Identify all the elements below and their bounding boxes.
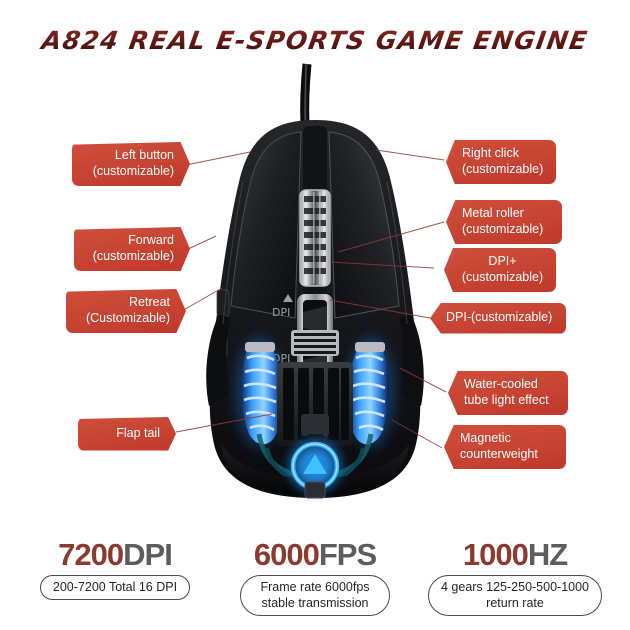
spec-unit: HZ [527, 537, 568, 572]
left-wing [206, 314, 231, 406]
spec-caption: 4 gears 125-250-500-1000 return rate [427, 575, 603, 616]
callout-line-2: (customizable) [461, 269, 544, 284]
dpi-up-label: DPI [272, 294, 293, 319]
spec-number: 6000 [253, 537, 320, 572]
metal-scroll-wheel [299, 189, 331, 287]
spec-number: 7200 [58, 537, 124, 572]
spec-caption: Frame rate 6000fps stable transmission [240, 575, 390, 616]
usb-cable [300, 63, 312, 127]
spec-unit: FPS [318, 537, 377, 572]
callout-line-1: DPI-(customizable) [446, 310, 553, 324]
vent-grille-top [291, 330, 339, 356]
callout-line-1: Metal roller [462, 206, 524, 220]
spec-fps: 6000FPS Frame rate 6000fps stable transm… [222, 537, 408, 616]
spec-headline: 1000HZ [462, 537, 568, 573]
forward-side-button [216, 289, 230, 317]
spec-unit: DPI [123, 537, 173, 572]
right-water-cooled-tube [347, 336, 395, 448]
callout-forward[interactable]: Forward (customizable) [74, 227, 190, 271]
callout-water-cooled[interactable]: Water-cooled tube light effect [448, 371, 568, 415]
spec-dpi: 7200DPI 200-7200 Total 16 DPI [22, 537, 208, 600]
svg-text:DPI: DPI [272, 306, 290, 319]
callout-dpi-minus[interactable]: DPI-(customizable) [430, 303, 566, 334]
flap-tail [221, 444, 409, 496]
callout-flap-tail[interactable]: Flap tail [78, 417, 176, 451]
callout-magnetic-counterweight[interactable]: Magnetic counterweight [444, 425, 566, 469]
callout-dpi-plus[interactable]: DPI+ (customizable) [444, 248, 556, 292]
callout-left-button[interactable]: Left button (customizable) [72, 142, 190, 186]
callout-right-click[interactable]: Right click (customizable) [446, 140, 556, 184]
callout-line-1: DPI+ [488, 254, 517, 268]
callout-metal-roller[interactable]: Metal roller (customizable) [446, 200, 562, 244]
callout-line-1: Water-cooled [464, 377, 538, 391]
callout-line-1: Magnetic [460, 431, 511, 445]
callout-line-2: (customizable) [462, 161, 544, 176]
spec-headline: 6000FPS [253, 537, 377, 573]
product-image: DPI DPI [155, 62, 475, 502]
callout-line-2: (customizable) [92, 163, 174, 178]
callout-line-2: (customizable) [92, 248, 174, 263]
left-button-panel [230, 131, 302, 319]
callout-line-2: (Customizable) [85, 310, 170, 325]
spec-caption: 200-7200 Total 16 DPI [39, 575, 191, 600]
callout-line-2: (customizable) [462, 221, 544, 236]
callout-line-2: tube light effect [464, 392, 549, 407]
callout-line-2: counterweight [460, 446, 538, 461]
left-water-cooled-tube [235, 336, 283, 448]
callout-retreat[interactable]: Retreat (Customizable) [66, 289, 186, 333]
callout-line-1: Retreat [129, 295, 170, 309]
spec-number: 1000 [462, 537, 529, 572]
callout-line-1: Forward [128, 233, 174, 247]
page-title: A824 REAL E-SPORTS GAME ENGINE [0, 26, 630, 55]
center-vent-grille [277, 362, 353, 448]
logo-emblem [281, 432, 349, 500]
callout-line-1: Left button [114, 148, 174, 162]
callout-line-1: Right click [462, 146, 519, 160]
spec-headline: 7200DPI [58, 537, 173, 573]
spec-polling-rate: 1000HZ 4 gears 125-250-500-1000 return r… [422, 537, 608, 616]
specifications-row: 7200DPI 200-7200 Total 16 DPI 6000FPS Fr… [0, 537, 630, 616]
right-button-panel [328, 131, 400, 319]
callout-line-1: Flap tail [116, 426, 160, 440]
